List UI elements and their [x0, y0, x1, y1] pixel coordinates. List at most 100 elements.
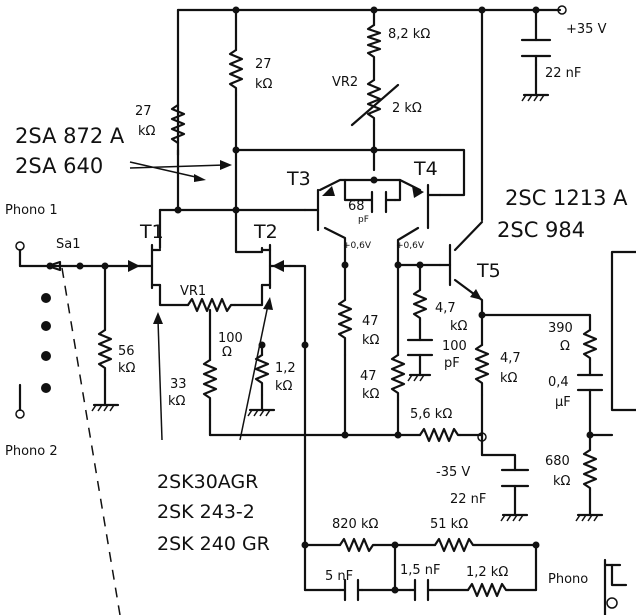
r-51-label: 51 kΩ — [430, 517, 468, 532]
resistor-680k — [582, 448, 598, 492]
c-68-unit: pF — [358, 215, 369, 225]
phono-output-jack — [606, 563, 628, 609]
bjt-t3 — [303, 186, 335, 232]
r-47a-value: 47 — [362, 314, 379, 329]
r-8k2-label: 8,2 kΩ — [388, 27, 430, 42]
npn-type-1: 2SC 1213 A — [505, 186, 628, 210]
c-5n-label: 5 nF — [325, 569, 353, 584]
ground-symbols — [91, 93, 604, 522]
npn-type-2: 2SC 984 — [497, 218, 585, 242]
fet-t2 — [260, 243, 292, 290]
r-4k7a-unit: kΩ — [450, 319, 468, 334]
vr1-label: VR1 — [180, 284, 206, 299]
r-1k2a-value: 1,2 — [275, 361, 296, 376]
cap-pos-label: 22 nF — [545, 66, 581, 81]
bias-v2: +0,6V — [396, 241, 425, 251]
r-5k6-label: 5,6 kΩ — [410, 407, 452, 422]
r-27a-unit: kΩ — [138, 124, 156, 139]
ground-56k — [91, 403, 120, 412]
resistor-56k — [97, 328, 113, 377]
resistor-vr1 — [186, 297, 237, 313]
phono-out-label: Phono — [548, 572, 588, 587]
resistor-47k-a — [337, 298, 353, 357]
r-4k7b-value: 4,7 — [500, 351, 521, 366]
resistor-390 — [582, 328, 598, 362]
c-1n5-label: 1,5 nF — [400, 563, 441, 578]
bjt-t4 — [412, 183, 442, 230]
c-68-value: 68 — [348, 199, 365, 214]
resistor-27k-left — [170, 103, 186, 145]
transistor-symbols — [128, 183, 482, 300]
vr1-value: 100 — [218, 331, 243, 346]
r-1k2b-label: 1,2 kΩ — [466, 565, 508, 580]
capacitor-68pf — [368, 190, 397, 214]
capacitor-22nf-bottom — [500, 468, 530, 492]
fet-type-3: 2SK 240 GR — [157, 533, 270, 555]
r-27b-unit: kΩ — [255, 77, 273, 92]
c-100-value: 100 — [442, 339, 467, 354]
c-04-unit: μF — [555, 395, 571, 410]
bjt-t5 — [438, 243, 482, 300]
labels: +35 V 22 nF 8,2 kΩ VR2 2 kΩ 27 kΩ 27 kΩ … — [5, 22, 628, 587]
cap-neg-label: 22 nF — [450, 492, 486, 507]
r-680-value: 680 — [545, 454, 570, 469]
resistor-27k-right — [228, 48, 244, 97]
resistor-33k — [202, 358, 218, 417]
r-47b-unit: kΩ — [362, 387, 380, 402]
t2-label: T2 — [253, 221, 278, 243]
neg-rail-label: -35 V — [436, 465, 470, 480]
t4-label: T4 — [413, 158, 438, 180]
resistor-4k7-a — [412, 288, 428, 322]
r-4k7a-value: 4,7 — [435, 301, 456, 316]
ground-100pf — [407, 373, 432, 382]
capacitor-1n5 — [408, 578, 434, 602]
resistor-8k2 — [366, 23, 382, 62]
t5-label: T5 — [476, 260, 501, 282]
switch-label: Sa1 — [56, 237, 81, 252]
ground-680k — [575, 513, 604, 522]
t3-label: T3 — [286, 168, 311, 190]
resistor-4k7-b — [474, 343, 490, 397]
ground-1k2 — [247, 408, 276, 417]
resistor-820k — [338, 537, 377, 553]
capacitor-04uf — [576, 373, 604, 397]
capacitor-5nf — [338, 578, 364, 602]
fet-type-1: 2SK30AGR — [157, 471, 258, 493]
vr2-value: 2 kΩ — [392, 101, 422, 116]
resistor-vr2 — [366, 78, 382, 127]
r-27a-value: 27 — [135, 104, 152, 119]
terminal-neg-rail — [477, 432, 487, 442]
r-33-value: 33 — [170, 377, 187, 392]
pointer-arrows — [129, 160, 273, 441]
fet-t1 — [128, 243, 162, 290]
r-47a-unit: kΩ — [362, 333, 380, 348]
r-820-label: 820 kΩ — [332, 517, 378, 532]
resistor-1k2b — [466, 582, 510, 598]
r-56-value: 56 — [118, 344, 135, 359]
c-100-unit: pF — [444, 356, 460, 371]
resistor-5k6 — [418, 427, 462, 443]
capacitors — [338, 38, 604, 602]
capacitor-100pf — [406, 338, 434, 357]
capacitor-22nf-top — [520, 38, 552, 67]
terminal-phono2 — [15, 409, 25, 419]
pnp-type-1: 2SA 872 A — [15, 124, 125, 148]
r-33-unit: kΩ — [168, 394, 186, 409]
t1-label: T1 — [139, 221, 164, 243]
junction-dots — [46, 6, 594, 594]
vr2-arrow — [350, 83, 400, 127]
phono2-label: Phono 2 — [5, 444, 58, 459]
pos-rail-label: +35 V — [566, 22, 607, 37]
r-390-unit: Ω — [560, 339, 570, 354]
selector-switch — [41, 260, 121, 615]
resistor-51k — [433, 537, 477, 553]
r-27b-value: 27 — [255, 57, 272, 72]
resistors — [97, 23, 598, 598]
resistor-47k-b — [390, 353, 406, 402]
terminal-pos-rail — [557, 5, 567, 15]
r-4k7b-unit: kΩ — [500, 371, 518, 386]
ground-top-cap — [521, 93, 550, 102]
pnp-type-2: 2SA 640 — [15, 154, 103, 178]
